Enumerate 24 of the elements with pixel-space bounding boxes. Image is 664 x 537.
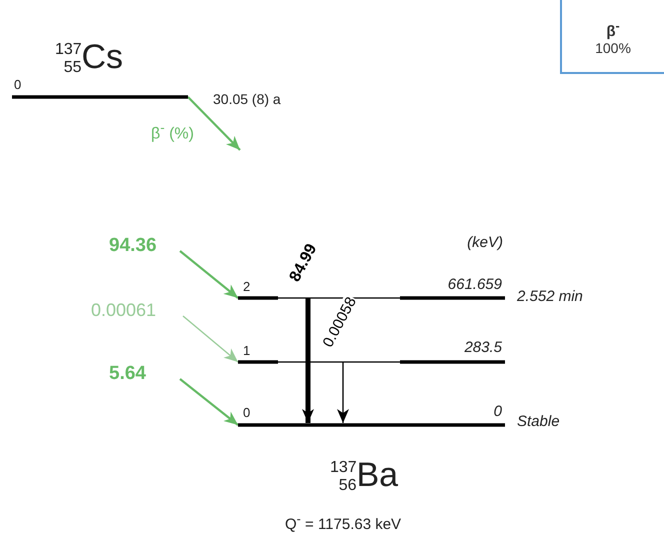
q-value-label: Q$^{-}$ = 1175.63 keV: [285, 512, 402, 533]
arrow: [337, 362, 349, 423]
level-state: Stable: [517, 413, 560, 430]
energy-level-line: [12, 95, 188, 99]
energy-value: 0: [494, 403, 502, 420]
half-life: 30.05 (8) a: [213, 91, 281, 107]
level-index: 2: [243, 279, 250, 294]
energy-value: 283.5: [464, 339, 502, 356]
arrow: [179, 250, 239, 299]
energy-value: 661.659: [448, 276, 502, 293]
half-life: 2.552 min: [517, 288, 583, 305]
unit-label: (keV): [467, 234, 503, 251]
energy-level-line: [238, 423, 505, 427]
energy-level-line: [238, 360, 505, 364]
decay-mode: β$^{-}$: [605, 20, 621, 40]
arrow: [187, 96, 241, 151]
arrow: [179, 378, 239, 426]
level-index: 0: [14, 77, 22, 92]
arrow: [182, 316, 238, 362]
level-index: 0: [243, 405, 250, 420]
branching-ratio: 100%: [594, 40, 632, 56]
level-index: 1: [243, 343, 250, 358]
arrow: [302, 298, 314, 423]
mode-box: [560, 0, 664, 74]
